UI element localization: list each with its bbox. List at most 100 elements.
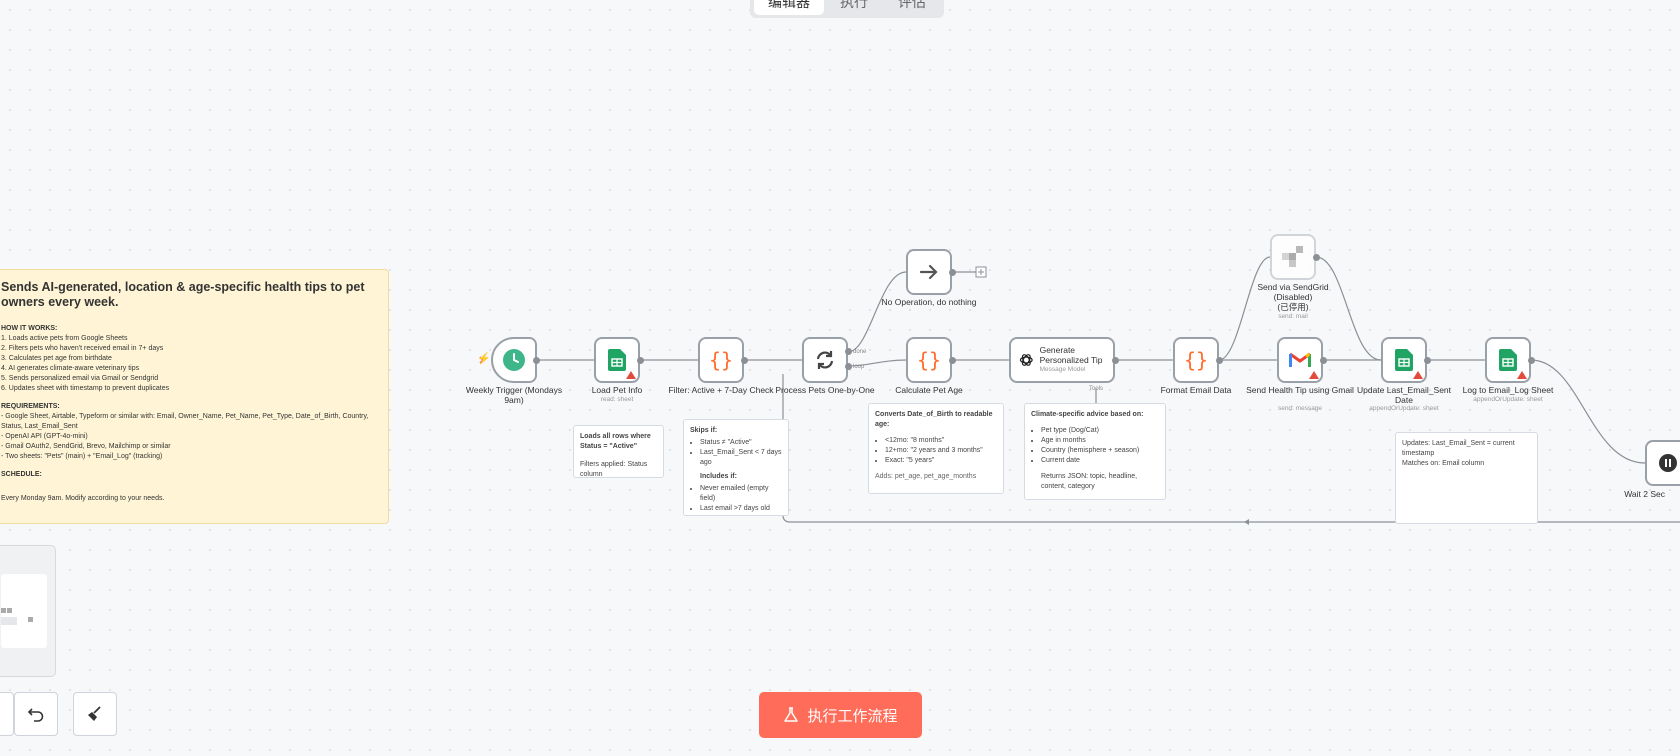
warning-icon: [1413, 371, 1423, 379]
age-note-item: Exact: "5 years": [885, 456, 997, 466]
arrow-right-icon: [919, 264, 938, 280]
filter-include-item: Last email >7 days old: [700, 504, 782, 514]
load-note-text: Filters applied: Status column: [580, 461, 648, 478]
age-note-item: 12+mo: "2 years and 3 months": [885, 446, 997, 456]
node-weekly-trigger[interactable]: [491, 337, 537, 383]
loop-icon: [816, 351, 834, 369]
node-filter[interactable]: {}: [698, 337, 744, 383]
note-requirements-heading: REQUIREMENTS:: [1, 403, 60, 410]
loop-port-label: loop: [853, 364, 865, 370]
code-braces-icon: {}: [708, 348, 734, 372]
filter-note[interactable]: Skips if: Status ≠ "Active" Last_Email_S…: [683, 419, 789, 516]
ai-note-item: Country (hemisphere + season): [1041, 446, 1159, 456]
warning-icon: [626, 371, 636, 379]
node-label: Generate Personalized Tip: [1039, 345, 1103, 365]
node-load-pet-info[interactable]: [594, 337, 640, 383]
note-line: - OpenAI API (GPT-4o-mini): [1, 433, 88, 440]
node-no-operation[interactable]: [906, 249, 952, 295]
ai-note-bold: Climate-specific advice based on:: [1031, 411, 1144, 418]
minimap[interactable]: [0, 545, 56, 677]
node-calculate-age[interactable]: {}: [906, 337, 952, 383]
note-line: Every Monday 9am. Modify according to yo…: [1, 495, 165, 502]
filter-include-item: Never emailed (empty field): [700, 484, 782, 504]
note-line: - Two sheets: "Pets" (main) + "Email_Log…: [1, 453, 163, 460]
ai-note-item: Pet type (Dog/Cat): [1041, 426, 1159, 436]
age-note-footer: Adds: pet_age, pet_age_months: [875, 473, 977, 480]
node-label: Wait 2 Sec: [1624, 489, 1665, 499]
age-note-bold: Converts Date_of_Birth to readable age:: [875, 411, 993, 428]
execute-workflow-button[interactable]: 执行工作流程: [759, 692, 922, 738]
node-subtitle: send: mail: [1278, 313, 1308, 320]
view-tabs: 编辑器 执行 评估: [750, 0, 944, 18]
update-note-line2: Matches on: Email column: [1402, 460, 1485, 467]
undo-icon: [27, 708, 44, 722]
node-label: Format Email Data: [1160, 385, 1232, 395]
code-braces-icon: {}: [1183, 348, 1209, 372]
node-label: Calculate Pet Age: [895, 385, 963, 395]
google-sheets-icon: [1499, 349, 1517, 371]
node-gmail[interactable]: [1277, 337, 1323, 383]
sendgrid-icon: [1282, 246, 1303, 267]
note-line: 5. Sends personalized email via Gmail or…: [1, 375, 159, 382]
note-line: 3. Calculates pet age from birthdate: [1, 355, 112, 362]
done-port-label: done: [853, 349, 867, 355]
node-label: Update Last_Email_Sent Date: [1356, 385, 1452, 405]
node-label: Process Pets One-by-One: [775, 385, 875, 395]
note-line: 4. AI generates climate-aware veterinary…: [1, 365, 140, 372]
note-line: - Gmail OAuth2, SendGrid, Brevo, Mailchi…: [1, 443, 171, 450]
note-how-heading: HOW IT WORKS:: [1, 325, 58, 332]
ai-note-item: Current date: [1041, 456, 1159, 466]
ai-note-item: Age in months: [1041, 436, 1159, 446]
node-label: Log to Email_Log Sheet: [1462, 385, 1554, 395]
tab-editor[interactable]: 编辑器: [754, 0, 824, 15]
filter-skip-item: Last_Email_Sent < 7 days ago: [700, 448, 782, 468]
age-note-item: <12mo: "8 months": [885, 436, 997, 446]
undo-button[interactable]: [14, 692, 58, 736]
note-line: 1. Loads active pets from Google Sheets: [1, 335, 128, 342]
clear-button[interactable]: [73, 692, 117, 736]
google-sheets-icon: [1395, 349, 1413, 371]
filter-includes-heading: Includes if:: [700, 473, 737, 480]
node-update-last-email[interactable]: [1381, 337, 1427, 383]
tab-evaluation[interactable]: 评估: [898, 0, 926, 10]
update-note-line1: Updates: Last_Email_Sent = current times…: [1402, 440, 1515, 457]
execute-workflow-label: 执行工作流程: [807, 707, 898, 725]
zoom-button[interactable]: [0, 692, 14, 736]
load-note[interactable]: Loads all rows where Status = "Active" F…: [573, 425, 664, 478]
tab-executions[interactable]: 执行: [840, 0, 868, 10]
note-schedule-heading: SCHEDULE:: [1, 471, 42, 478]
node-process-pets[interactable]: [802, 337, 848, 383]
node-log-email[interactable]: [1485, 337, 1531, 383]
warning-icon: [1517, 371, 1527, 379]
note-line: 6. Updates sheet with timestamp to preve…: [1, 385, 170, 392]
node-label: Send via SendGrid (Disabled): [1257, 282, 1329, 302]
pause-icon: [1659, 454, 1677, 472]
warning-icon: [1309, 371, 1319, 379]
trigger-bolt-icon: ⚡: [477, 353, 491, 365]
code-braces-icon: {}: [916, 348, 942, 372]
node-subtitle: appendOrUpdate: sheet: [1473, 396, 1543, 403]
node-label: Send Health Tip using Gmail: [1246, 385, 1354, 395]
node-subtitle: send: message: [1277, 405, 1323, 412]
age-note[interactable]: Converts Date_of_Birth to readable age: …: [868, 403, 1004, 494]
tools-port-label: Tools: [1089, 386, 1104, 392]
note-line: 2. Filters pets who haven't received ema…: [1, 345, 164, 352]
node-generate-tip[interactable]: Generate Personalized Tip Message Model: [1009, 337, 1115, 383]
node-label: Load Pet Info: [591, 385, 643, 395]
node-label: Weekly Trigger (Mondays 9am): [465, 385, 563, 405]
gmail-icon: [1289, 352, 1311, 367]
node-wait[interactable]: [1645, 440, 1680, 486]
update-note[interactable]: Updates: Last_Email_Sent = current times…: [1395, 432, 1538, 524]
note-line: - Google Sheet, Airtable, Typeform or si…: [1, 413, 369, 430]
load-note-bold: Loads all rows where Status = "Active": [580, 433, 651, 450]
node-sendgrid-disabled[interactable]: [1270, 234, 1316, 280]
broom-icon: [88, 706, 101, 721]
ai-note[interactable]: Climate-specific advice based on: Pet ty…: [1024, 403, 1166, 500]
node-subtitle: appendOrUpdate: sheet: [1369, 405, 1439, 412]
flask-icon: [784, 707, 799, 722]
disabled-label: (已停用): [1277, 302, 1309, 312]
ai-note-footer: Returns JSON: topic, headline, content, …: [1041, 473, 1138, 490]
workflow-description-note[interactable]: Sends AI-generated, location & age-speci…: [0, 269, 389, 524]
node-format-email[interactable]: {}: [1173, 337, 1219, 383]
node-label: No Operation, do nothing: [881, 297, 977, 307]
